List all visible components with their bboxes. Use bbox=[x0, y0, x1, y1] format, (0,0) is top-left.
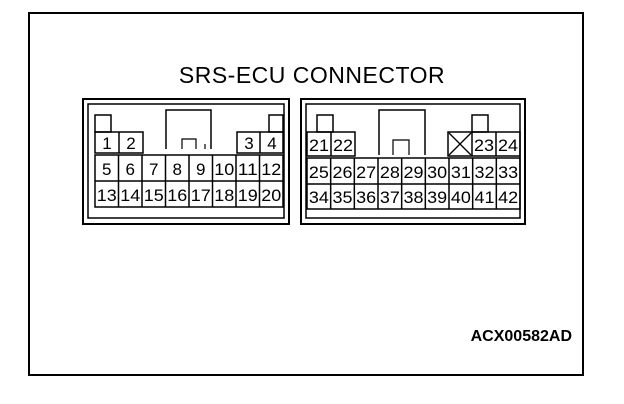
right-pin-23: 23 bbox=[474, 136, 494, 155]
right-pin-41: 41 bbox=[475, 188, 495, 207]
right-pin-26: 26 bbox=[333, 163, 353, 182]
right-pin-22: 22 bbox=[333, 136, 353, 155]
right-pin-27: 27 bbox=[356, 163, 376, 182]
right-pin-34: 34 bbox=[309, 188, 329, 207]
left-connector bbox=[82, 98, 290, 225]
figure-code: ACX00582AD bbox=[470, 328, 572, 345]
right-pin-32: 32 bbox=[475, 163, 495, 182]
left-pin-4: 4 bbox=[267, 134, 276, 153]
left-pin-17: 17 bbox=[191, 186, 211, 205]
left-center-key bbox=[165, 109, 212, 149]
left-pin-20: 20 bbox=[261, 186, 281, 205]
right-connector-outer-shell bbox=[300, 98, 526, 225]
right-pin-35: 35 bbox=[333, 188, 353, 207]
left-pin-10: 10 bbox=[214, 160, 234, 179]
right-pin-29: 29 bbox=[404, 163, 424, 182]
right-lock-tab-2 bbox=[471, 114, 489, 133]
right-row1-right-block bbox=[447, 131, 521, 157]
left-pin-8: 8 bbox=[173, 160, 182, 179]
figure-title: SRS-ECU CONNECTOR bbox=[178, 62, 446, 88]
left-pin-12: 12 bbox=[261, 160, 281, 179]
left-pin-18: 18 bbox=[214, 186, 234, 205]
left-pin-7: 7 bbox=[149, 160, 158, 179]
left-pin-1: 1 bbox=[102, 134, 111, 153]
right-center-key-notch bbox=[392, 139, 410, 155]
left-pin-19: 19 bbox=[238, 186, 258, 205]
right-pin-25: 25 bbox=[309, 163, 329, 182]
right-pin-40: 40 bbox=[451, 188, 471, 207]
figure-frame bbox=[28, 12, 584, 376]
left-lock-tab-1 bbox=[94, 114, 112, 133]
left-center-key-notch bbox=[181, 138, 197, 149]
left-pin-13: 13 bbox=[97, 186, 117, 205]
left-pin-5: 5 bbox=[102, 160, 111, 179]
right-pin-31: 31 bbox=[451, 163, 471, 182]
left-connector-outer-shell bbox=[82, 98, 290, 225]
right-pin-24: 24 bbox=[498, 136, 518, 155]
left-connector-inner-shell bbox=[87, 103, 285, 219]
right-pin-21: 21 bbox=[309, 136, 329, 155]
right-pin-33: 33 bbox=[498, 163, 518, 182]
right-pin-37: 37 bbox=[380, 188, 400, 207]
x-mark-icon bbox=[448, 132, 472, 156]
left-pin-6: 6 bbox=[126, 160, 135, 179]
right-pin-38: 38 bbox=[404, 188, 424, 207]
right-center-key bbox=[378, 109, 426, 155]
left-pin-15: 15 bbox=[144, 186, 164, 205]
left-pin-2: 2 bbox=[126, 134, 135, 153]
right-pin-39: 39 bbox=[427, 188, 447, 207]
left-pin-3: 3 bbox=[244, 134, 253, 153]
right-pin-36: 36 bbox=[356, 188, 376, 207]
right-pin-42: 42 bbox=[498, 188, 518, 207]
right-pin-28: 28 bbox=[380, 163, 400, 182]
left-pin-14: 14 bbox=[120, 186, 140, 205]
left-pin-11: 11 bbox=[238, 160, 258, 179]
right-lock-tab-1 bbox=[316, 114, 334, 133]
left-pin-9: 9 bbox=[196, 160, 205, 179]
right-pin-30: 30 bbox=[427, 163, 447, 182]
right-connector bbox=[300, 98, 526, 225]
left-pin-16: 16 bbox=[167, 186, 187, 205]
left-lock-tab-2 bbox=[268, 114, 284, 133]
